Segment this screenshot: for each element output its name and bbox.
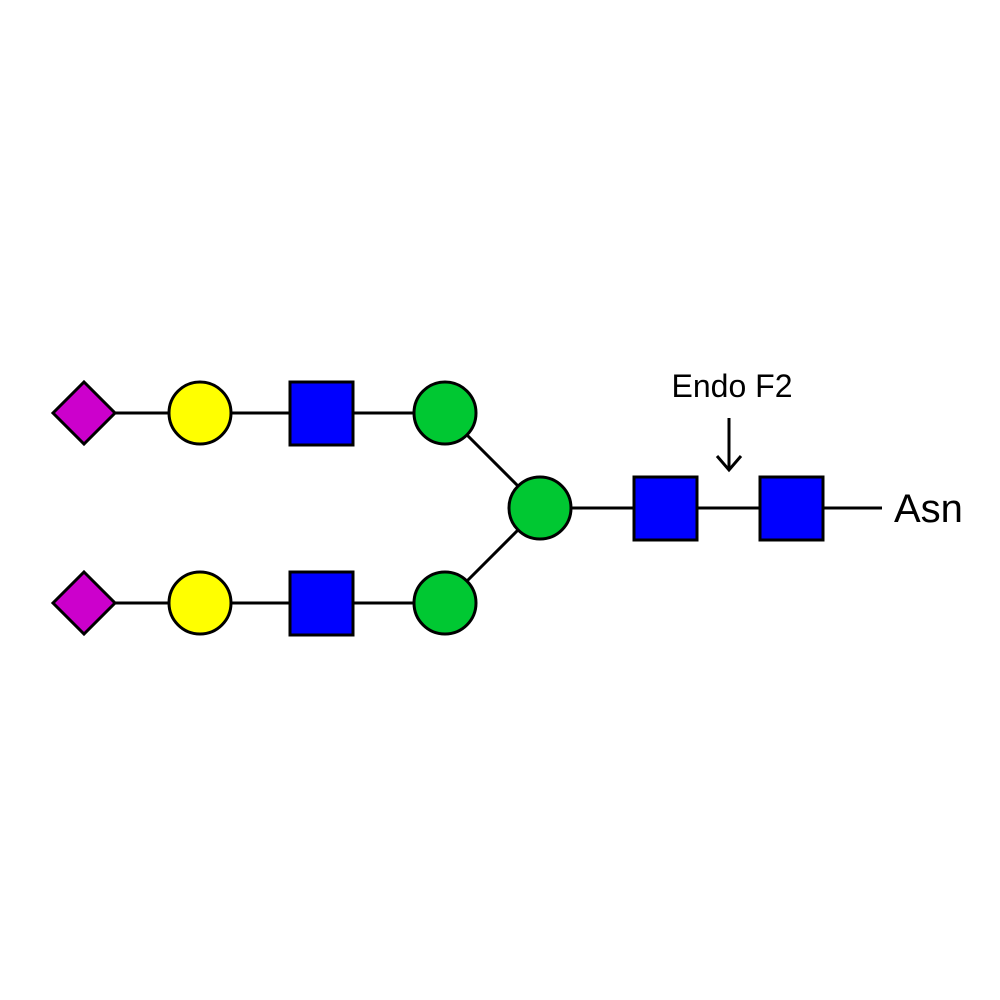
galactose-circle (167, 570, 233, 636)
mannose-circle (412, 570, 478, 636)
asn-label: Asn (894, 487, 963, 531)
sialic-acid-diamond (50, 569, 118, 637)
cleavage-arrow (715, 418, 743, 473)
glcnac-square (288, 380, 355, 447)
mannose-circle (412, 380, 478, 446)
core-chain (507, 475, 825, 542)
lower-branch (50, 569, 478, 637)
reducing-glcnac-square (758, 475, 825, 542)
core-mannose-circle (507, 475, 573, 541)
enzyme-label: Endo F2 (672, 368, 793, 404)
core-glcnac-square (632, 475, 699, 542)
galactose-circle (167, 380, 233, 446)
sialic-acid-diamond (50, 379, 118, 447)
glcnac-square (288, 570, 355, 637)
upper-branch (50, 379, 478, 447)
